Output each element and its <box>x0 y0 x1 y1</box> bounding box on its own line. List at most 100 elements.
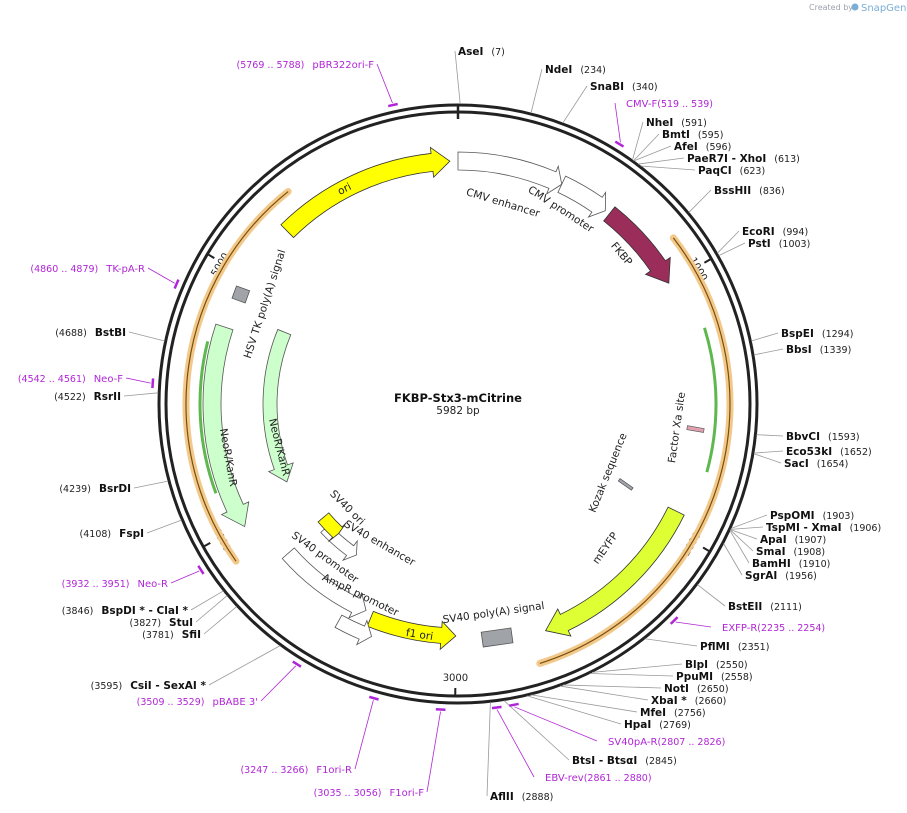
enzyme-labels: AseI(7)NdeI(234)SnaBI(340)NheI(591)BmtI(… <box>54 46 881 803</box>
enzyme-label: TspMI - XmaI(1906) <box>766 522 881 534</box>
enzyme-name: SfiI <box>182 629 201 641</box>
enzyme-leader <box>753 348 784 356</box>
enzyme-label: (4522)RsrII <box>54 391 121 403</box>
primer-name: pBABE 3' <box>212 697 258 708</box>
enzyme-label: BlpI(2550) <box>685 659 748 671</box>
primer-mark <box>614 140 625 148</box>
enzyme-leader <box>208 645 281 686</box>
primer-mark <box>435 707 446 711</box>
primer-leader <box>675 621 712 628</box>
primer-name: F1ori-R <box>316 765 352 776</box>
enzyme-leader <box>486 702 491 797</box>
enzyme-leader <box>753 450 784 454</box>
tick-label: 3000 <box>443 673 469 684</box>
enzyme-leader <box>644 638 698 647</box>
enzyme-label: ApaI(1907) <box>760 534 826 546</box>
enzyme-name: BspDI * - ClaI * <box>101 605 188 617</box>
primer-mark <box>197 565 205 575</box>
enzyme-label: AfeI(596) <box>674 141 731 153</box>
feature-neo-inner <box>262 328 294 483</box>
enzyme-position: (234) <box>580 65 606 76</box>
enzyme-position: (1908) <box>794 547 826 558</box>
tick-mark <box>206 253 215 260</box>
enzyme-position: (2845) <box>645 756 677 767</box>
green-arc-left <box>198 340 218 494</box>
enzyme-leader <box>195 595 228 623</box>
primer-label: (3932 .. 3951)Neo-R <box>62 579 168 590</box>
enzyme-label: Eco53kI(1652) <box>786 446 872 458</box>
enzyme-leader <box>146 519 182 534</box>
enzyme-label: PspOMI(1903) <box>770 510 854 522</box>
enzyme-position: (7) <box>491 47 504 58</box>
primer-name: F1ori-F <box>390 788 425 799</box>
enzyme-name: PstI <box>748 238 771 250</box>
enzyme-position: (1906) <box>850 523 882 534</box>
enzyme-leader <box>190 590 224 611</box>
enzyme-name: SnaBI <box>590 81 624 93</box>
primer-label: EBV-rev(2861 .. 2880) <box>545 773 652 784</box>
enzyme-name: AseI <box>458 46 483 58</box>
primer-leader <box>376 63 393 104</box>
enzyme-position: (1910) <box>799 559 831 570</box>
snapgene-logo-icon <box>851 3 859 11</box>
feature-f1-ori <box>366 610 457 651</box>
orange-arcs <box>182 188 734 667</box>
enzyme-name: NdeI <box>545 64 572 76</box>
tick-mark <box>703 257 712 264</box>
enzyme-position: (3781) <box>142 630 174 641</box>
enzyme-position: (836) <box>759 186 785 197</box>
primer-leader <box>170 570 200 584</box>
enzyme-position: (2660) <box>695 696 727 707</box>
tick-mark <box>202 542 211 548</box>
primer-name: EXFP-R <box>722 623 757 634</box>
enzyme-leader <box>563 684 662 689</box>
primer-leader <box>125 377 151 384</box>
primer-label: (4860 .. 4879)TK-pA-R <box>30 264 145 275</box>
enzyme-position: (4522) <box>54 392 86 403</box>
primer-mark <box>173 279 180 289</box>
primer-mark <box>669 616 679 625</box>
enzyme-name: BsrDI <box>99 483 131 495</box>
enzyme-position: (1903) <box>823 511 855 522</box>
enzyme-name: Eco53kI <box>786 446 832 458</box>
enzyme-position: (4108) <box>80 529 112 540</box>
enzyme-label: SnaBI(340) <box>590 81 658 93</box>
credit-brand: SnapGene <box>861 3 907 14</box>
enzyme-leader <box>123 392 159 397</box>
enzyme-position: (613) <box>774 154 800 165</box>
enzyme-label: NotI(2650) <box>664 683 729 695</box>
enzyme-label: BspEI(1294) <box>781 328 853 340</box>
enzyme-name: FspI <box>119 528 144 540</box>
enzyme-leader <box>717 230 740 254</box>
primer-name: Neo-F <box>94 374 124 385</box>
enzyme-label: (3781) SfiI <box>142 629 201 641</box>
feature-arrows <box>202 146 705 651</box>
enzyme-leader <box>454 50 461 105</box>
enzyme-position: (2769) <box>659 720 691 731</box>
primer-range: (3932 .. 3951) <box>62 579 130 590</box>
label-ori: ori <box>336 181 354 198</box>
orange-arc-right <box>536 234 734 667</box>
enzyme-name: BssHII <box>714 185 751 197</box>
primer-marks <box>125 63 712 793</box>
enzyme-leader <box>562 85 588 124</box>
enzyme-leader <box>730 514 768 529</box>
primer-label: EXFP-R(2235 .. 2254) <box>722 623 825 634</box>
primer-mark <box>368 695 379 701</box>
enzyme-name: BbvCI <box>786 431 820 443</box>
enzyme-label: BmtI(595) <box>662 129 723 141</box>
enzyme-label: BbsI(1339) <box>786 344 851 356</box>
enzyme-leader <box>697 584 726 607</box>
enzyme-name: BtsI - BtsαI <box>572 755 637 767</box>
enzyme-leader <box>718 242 746 257</box>
label-factor-xa: Factor Xa site <box>666 391 688 463</box>
enzyme-label: SgrAI(1956) <box>745 570 817 582</box>
primer-leader <box>260 665 297 702</box>
enzyme-label: SacI(1654) <box>784 458 848 470</box>
enzyme-position: (2650) <box>697 684 729 695</box>
enzyme-position: (591) <box>681 118 707 129</box>
primer-leader <box>354 700 374 770</box>
enzyme-position: (2558) <box>721 672 753 683</box>
